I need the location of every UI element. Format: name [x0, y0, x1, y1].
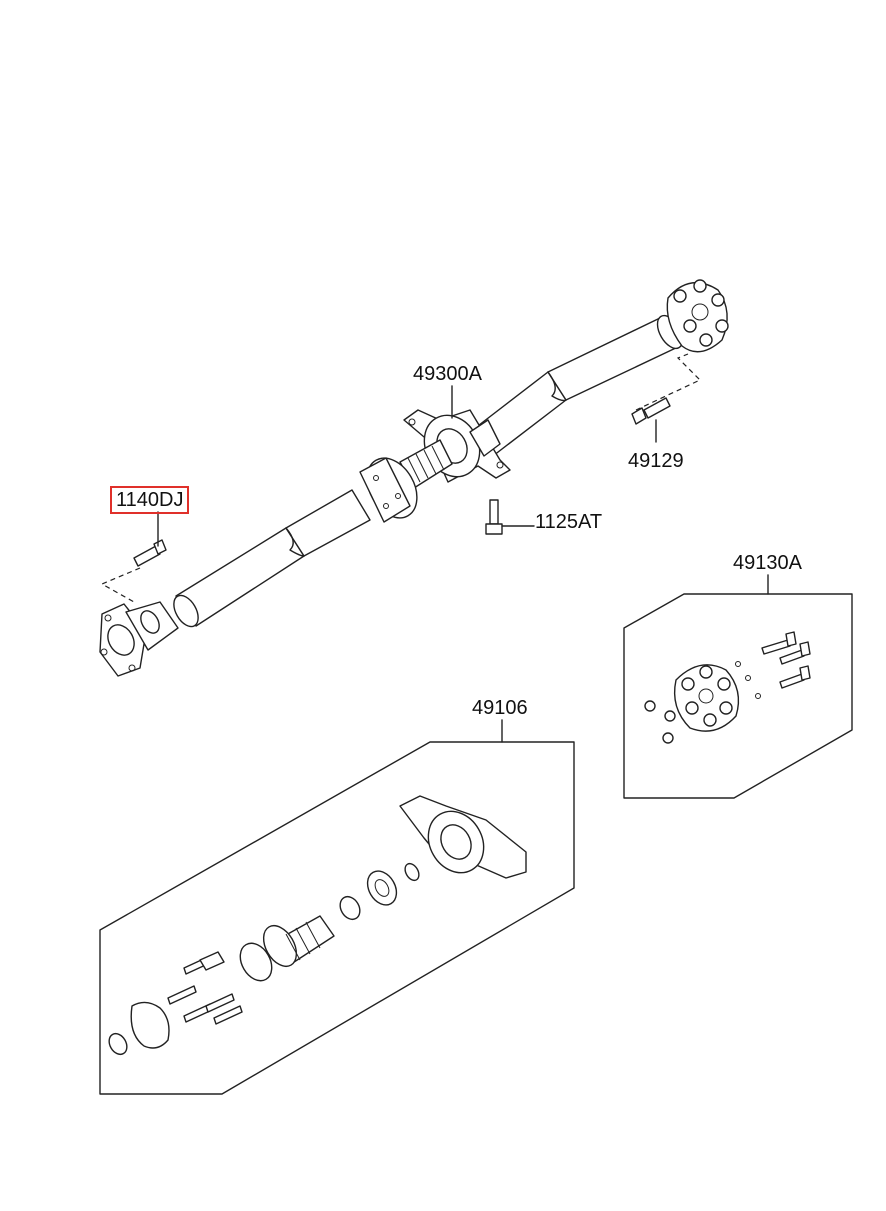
kit-box-49106	[99, 741, 575, 1095]
part-label-1125at[interactable]: 1125AT	[535, 511, 603, 533]
shaft-tube-front	[173, 489, 371, 628]
part-label-49106[interactable]: 49106	[472, 697, 528, 719]
kit-box-49130a	[623, 593, 853, 799]
middle-joint	[359, 457, 418, 523]
part-label-1140dj[interactable]: 1140DJ	[110, 486, 190, 514]
guide-line-1140dj	[100, 567, 141, 603]
front-flange-yoke	[99, 601, 179, 677]
center-bearing	[399, 409, 511, 489]
propeller-shaft-assembly	[99, 279, 729, 677]
bolt-1125at	[485, 499, 503, 535]
shaft-tube-rear	[469, 314, 684, 460]
bolt-1140dj	[133, 539, 167, 567]
part-label-49130a[interactable]: 49130A	[733, 552, 802, 574]
part-label-49129[interactable]: 49129	[628, 450, 684, 472]
part-label-49300a[interactable]: 49300A	[413, 363, 482, 385]
rear-flex-coupling	[666, 279, 729, 353]
bolt-49129	[631, 397, 671, 425]
